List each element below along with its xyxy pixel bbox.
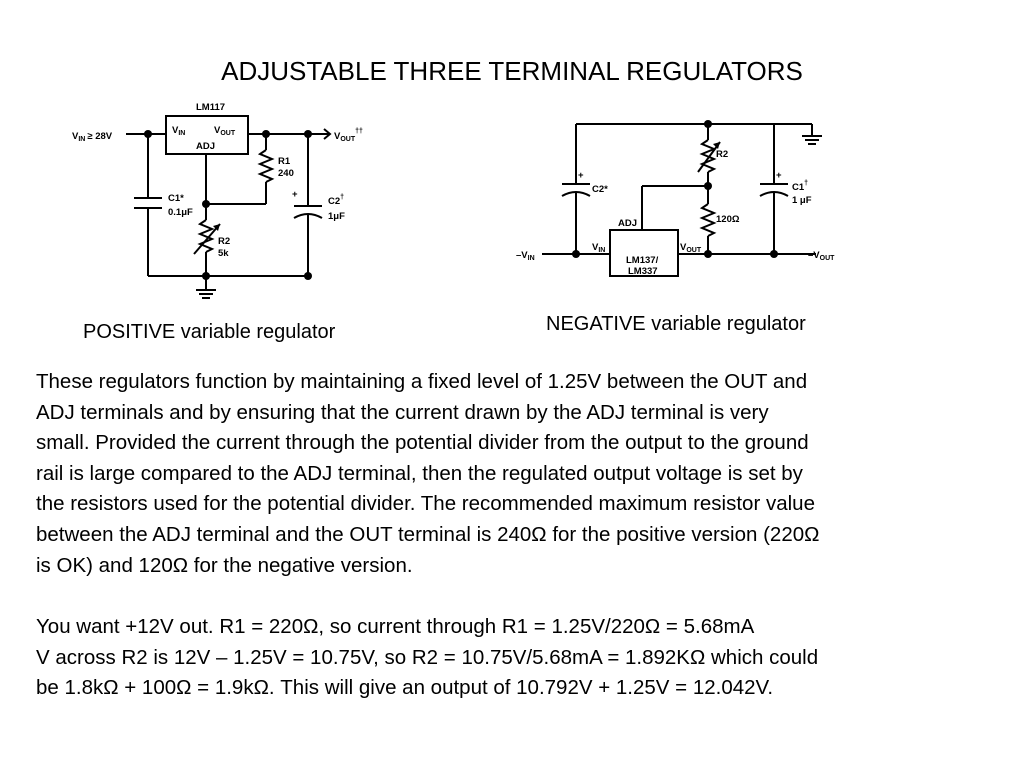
r2-value: 5k — [218, 248, 229, 259]
pos-pin-vout: VOUT — [214, 125, 236, 137]
r1-resistor — [257, 149, 275, 183]
neg-pin-adj: ADJ — [618, 218, 637, 229]
neg-r1-value: 120Ω — [716, 214, 740, 225]
neg-r2-resistor — [699, 139, 717, 173]
pos-pin-adj: ADJ — [196, 141, 215, 152]
paragraph-line: ADJ terminals and by ensuring that the c… — [36, 400, 769, 424]
c1-name: C1* — [168, 193, 184, 204]
neg-vout-label: –VOUT — [808, 250, 835, 262]
neg-r2-name: R2 — [716, 149, 728, 160]
c2-name: C2† — [328, 194, 344, 207]
paragraph-line: is OK) and 120Ω for the negative version… — [36, 553, 413, 577]
paragraph-line: rail is large compared to the ADJ termin… — [36, 461, 803, 485]
negative-regulator-schematic: LM137/ LM337 ADJ VIN VOUT –VIN –VOUT R2 … — [516, 120, 835, 277]
neg-r1-resistor — [699, 203, 717, 237]
r2-arrow — [193, 223, 221, 255]
c2-polarity: + — [292, 189, 298, 200]
c2-value: 1μF — [328, 211, 345, 222]
calculation-line: be 1.8kΩ + 100Ω = 1.9kΩ. This will give … — [36, 676, 774, 700]
paragraph-line: the resistors used for the potential div… — [36, 492, 815, 516]
neg-pin-vin: VIN — [592, 242, 605, 254]
paragraph-line: small. Provided the current through the … — [36, 431, 809, 455]
neg-c2-polarity: + — [578, 170, 584, 181]
pos-pin-vin: VIN — [172, 125, 185, 137]
page-title: ADJUSTABLE THREE TERMINAL REGULATORS — [221, 56, 803, 86]
lm117-label: LM117 — [196, 102, 225, 113]
neg-c1-value: 1 μF — [792, 195, 812, 206]
c1-value: 0.1μF — [168, 207, 193, 218]
calculation-line: V across R2 is 12V – 1.25V = 10.75V, so … — [36, 645, 819, 669]
neg-ic-label-1: LM137/ — [626, 255, 659, 266]
r1-value: 240 — [278, 168, 294, 179]
neg-ic-label-2: LM337 — [628, 266, 658, 277]
neg-vin-label: –VIN — [516, 250, 535, 262]
neg-c2-name: C2* — [592, 184, 608, 195]
neg-pin-vout: VOUT — [680, 242, 702, 254]
neg-c1-name: C1† — [792, 180, 808, 193]
positive-caption: POSITIVE variable regulator — [83, 321, 336, 343]
r1-name: R1 — [278, 156, 291, 167]
pos-vin-label: VIN≥ 28V — [72, 131, 113, 143]
r2-resistor — [197, 219, 215, 253]
negative-caption: NEGATIVE variable regulator — [546, 313, 806, 335]
r2-name: R2 — [218, 236, 230, 247]
positive-regulator-schematic: LM117 VIN≥ 28V VIN VOUT ADJ VOUT†† R1 24… — [72, 102, 363, 299]
paragraph-line: between the ADJ terminal and the OUT ter… — [36, 522, 820, 546]
explanation-paragraph: These regulators function by maintaining… — [36, 367, 1024, 581]
pos-vout-label: VOUT†† — [334, 128, 363, 143]
paragraph-line: These regulators function by maintaining… — [36, 370, 808, 393]
calculation-line: You want +12V out. R1 = 220Ω, so current… — [36, 615, 755, 638]
neg-c1-polarity: + — [776, 170, 782, 181]
example-calculation: You want +12V out. R1 = 220Ω, so current… — [36, 612, 1024, 704]
